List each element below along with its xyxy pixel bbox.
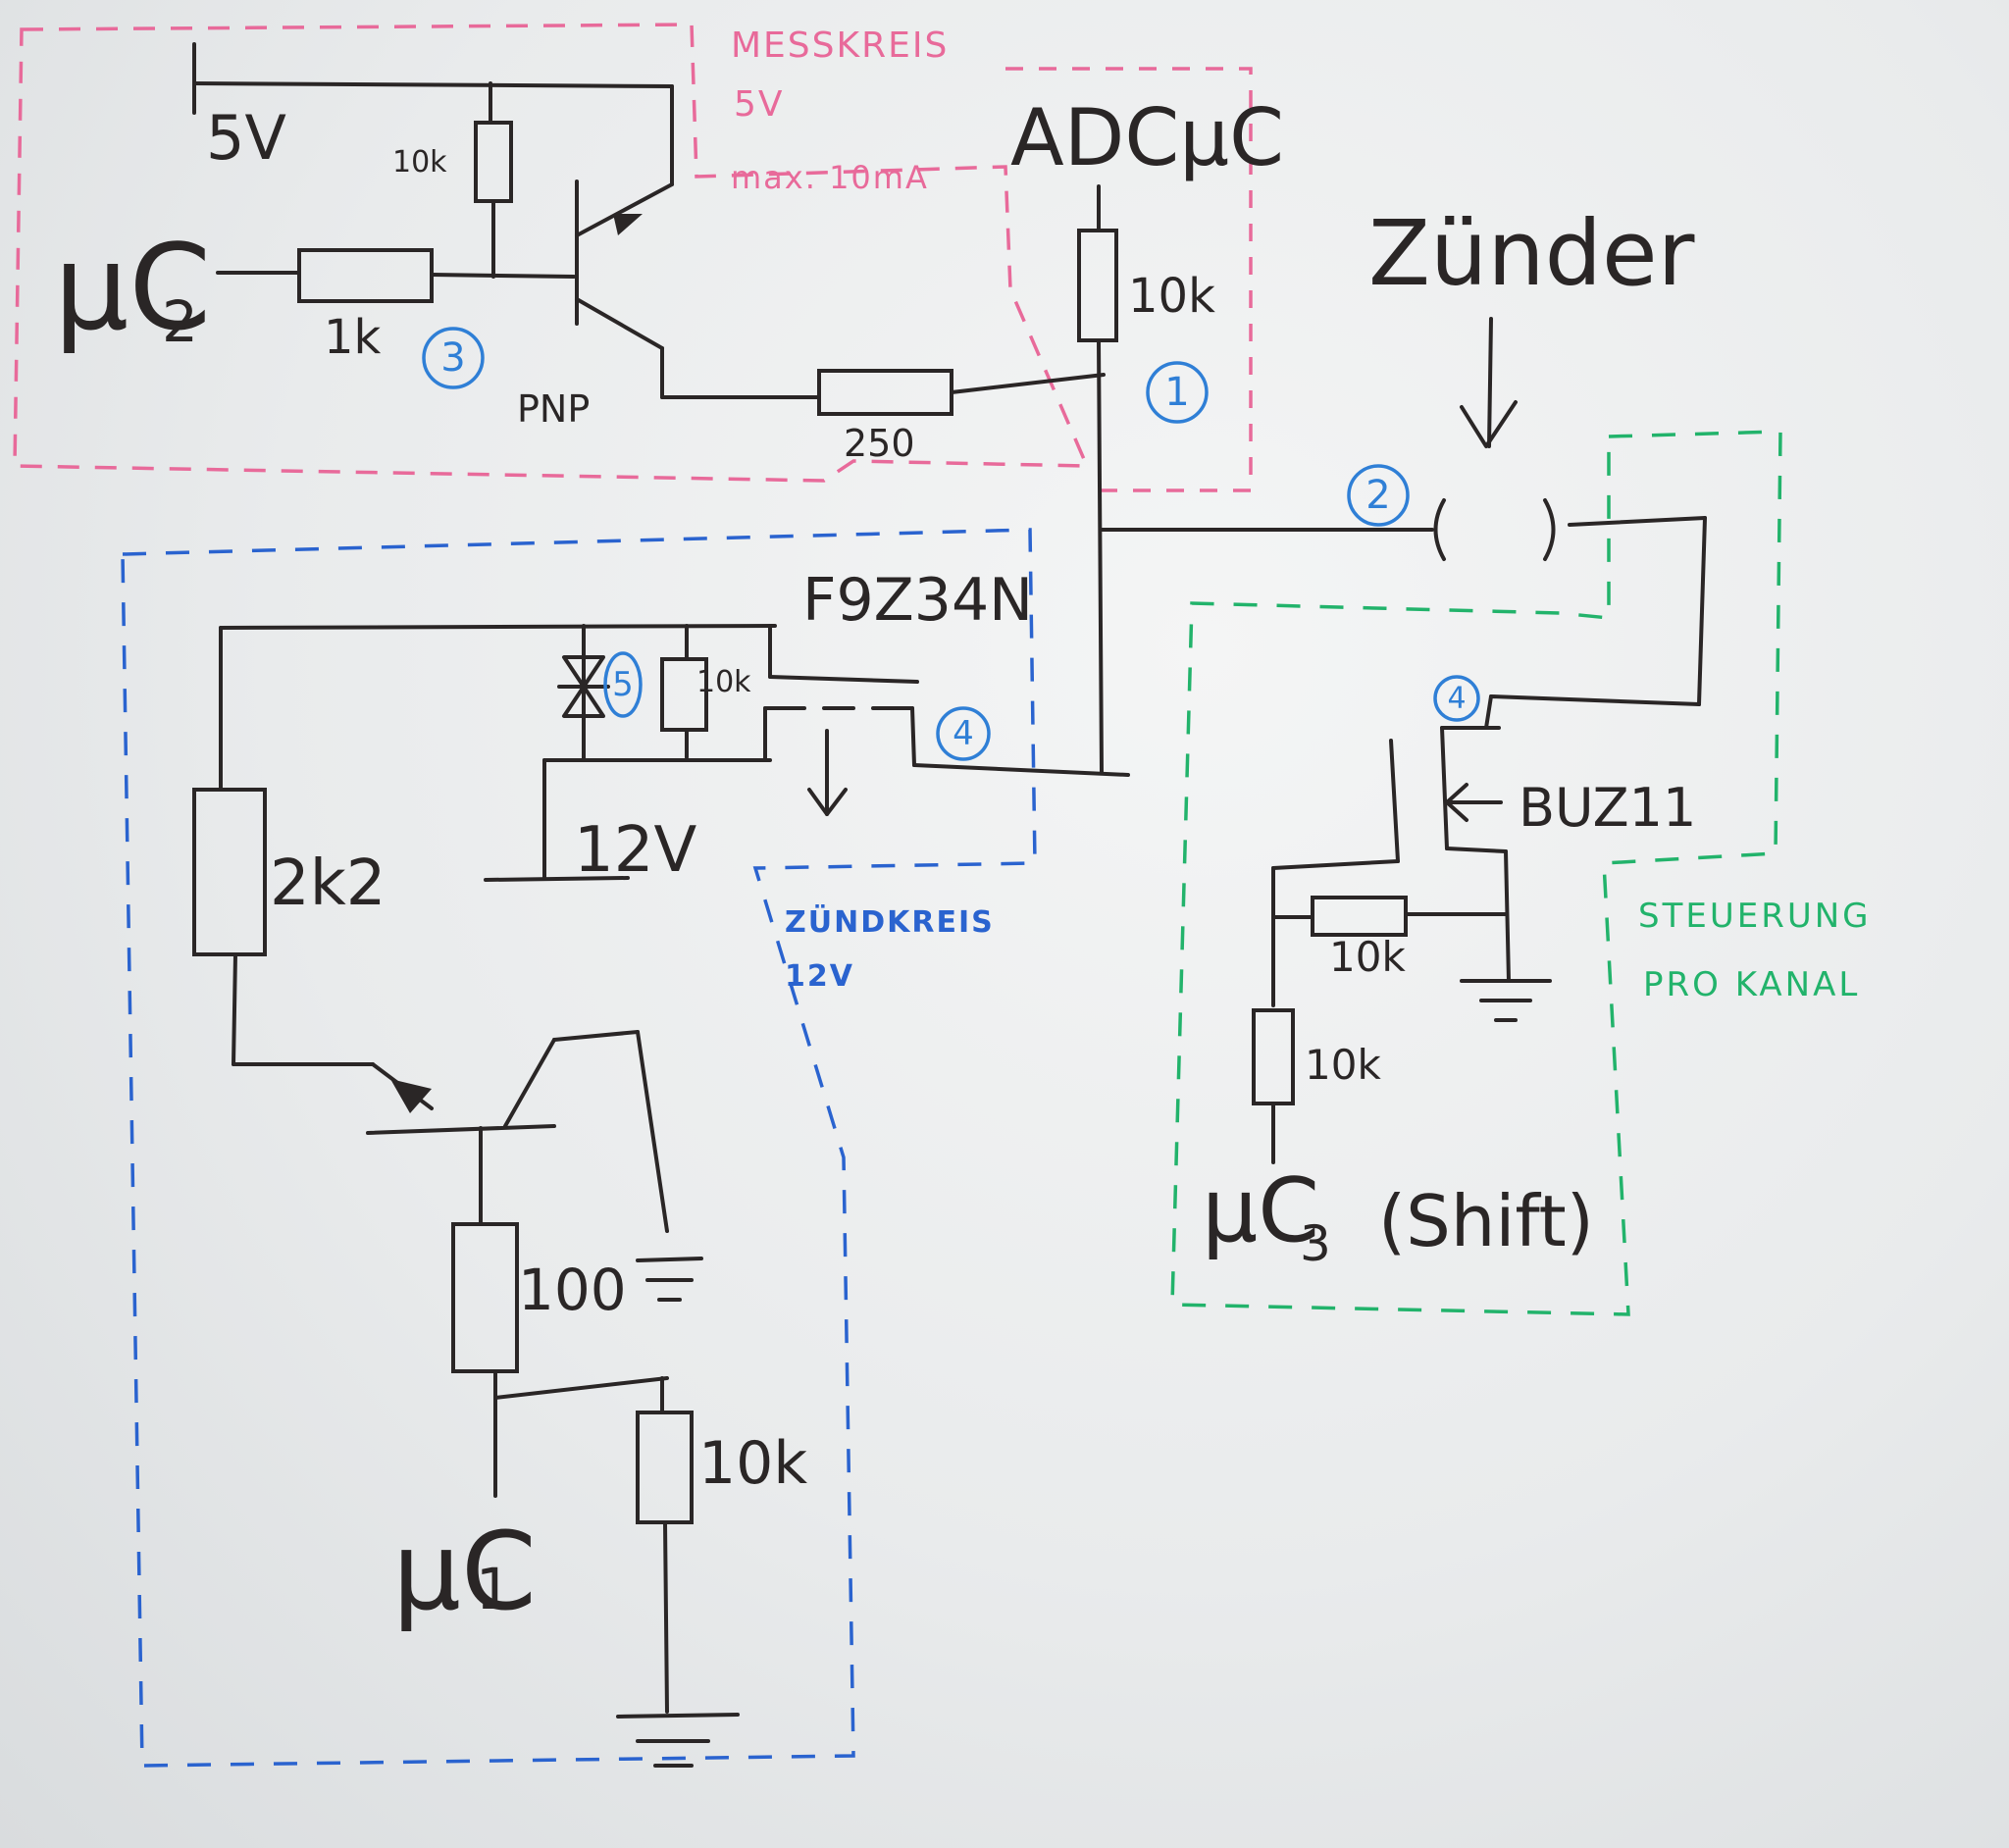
zuendkreis-region (121, 528, 1037, 1768)
svg-text:4: 4 (1447, 682, 1466, 716)
label-shift: (Shift) (1378, 1180, 1594, 1262)
label-uc1: μC (392, 1509, 537, 1634)
messkreis-voltage: 5V (734, 84, 785, 125)
svg-text:1: 1 (1164, 370, 1189, 415)
marker-1: 1 (1146, 361, 1209, 424)
steuerung-line2: PRO KANAL (1643, 965, 1860, 1004)
label-r-top-10k: 10k (392, 145, 447, 180)
resistor-2k2 (192, 788, 267, 956)
messkreis-current: max. 10mA (731, 159, 929, 196)
label-5v: 5V (206, 102, 286, 174)
label-pnp: PNP (517, 387, 590, 431)
label-12v: 12V (574, 814, 696, 887)
label-r-adc-10k: 10k (1128, 269, 1215, 324)
resistor-gate-10k (660, 657, 708, 732)
label-r-100: 100 (518, 1257, 627, 1323)
label-f9z34n: F9Z34N (802, 566, 1033, 635)
label-r-250: 250 (844, 422, 915, 465)
label-adc: ADCμC (1010, 92, 1284, 183)
label-buz11: BUZ11 (1519, 777, 1696, 839)
label-r-green-10k-b: 10k (1305, 1041, 1381, 1089)
label-uc1-sub: 1 (476, 1556, 512, 1622)
resistor-bottom-10k (636, 1411, 694, 1524)
resistor-green-10k-a (1311, 896, 1408, 937)
label-uc3-sub: 3 (1300, 1215, 1331, 1272)
label-uc2-sub: 2 (162, 288, 198, 355)
steuerung-line1: STEUERUNG (1638, 897, 1872, 936)
label-r-bottom-10k: 10k (698, 1429, 807, 1498)
steuerung-region (1170, 430, 1782, 1316)
marker-5: 5 (603, 651, 643, 718)
resistor-100 (451, 1222, 519, 1373)
resistor-adc-10k (1077, 229, 1118, 342)
svg-text:2: 2 (1365, 473, 1390, 518)
marker-4-steuerung: 4 (1433, 675, 1480, 722)
resistor-10k-top (474, 121, 513, 203)
marker-3: 3 (422, 327, 485, 389)
resistor-green-10k-b (1252, 1008, 1295, 1105)
svg-text:3: 3 (440, 335, 465, 381)
messkreis-title: MESSKREIS (731, 26, 949, 66)
label-r-green-10k-a: 10k (1329, 933, 1406, 981)
marker-4-zuendkreis: 4 (936, 706, 991, 761)
steuerung-circuit (1252, 694, 1552, 1164)
messkreis-region (13, 23, 1090, 483)
label-r-1k: 1k (324, 310, 382, 365)
zuendkreis-voltage: 12V (785, 959, 854, 994)
zuender-symbol (1433, 317, 1707, 706)
resistor-1k (297, 248, 434, 303)
messkreis-circuit (192, 42, 1434, 775)
label-uc2: μC (54, 221, 211, 357)
label-r-gate-10k: 10k (696, 665, 751, 699)
zuendkreis-circuit (192, 624, 1130, 1768)
label-uc3: μC (1202, 1159, 1319, 1262)
label-r-2k2: 2k2 (270, 847, 386, 920)
adc-region (1005, 67, 1253, 492)
resistor-250 (817, 369, 953, 416)
svg-text:4: 4 (953, 714, 974, 753)
svg-text:5: 5 (612, 665, 634, 704)
marker-2: 2 (1347, 464, 1410, 527)
zuendkreis-title: ZÜNDKREIS (785, 903, 995, 940)
label-zuender: Zünder (1368, 201, 1695, 306)
